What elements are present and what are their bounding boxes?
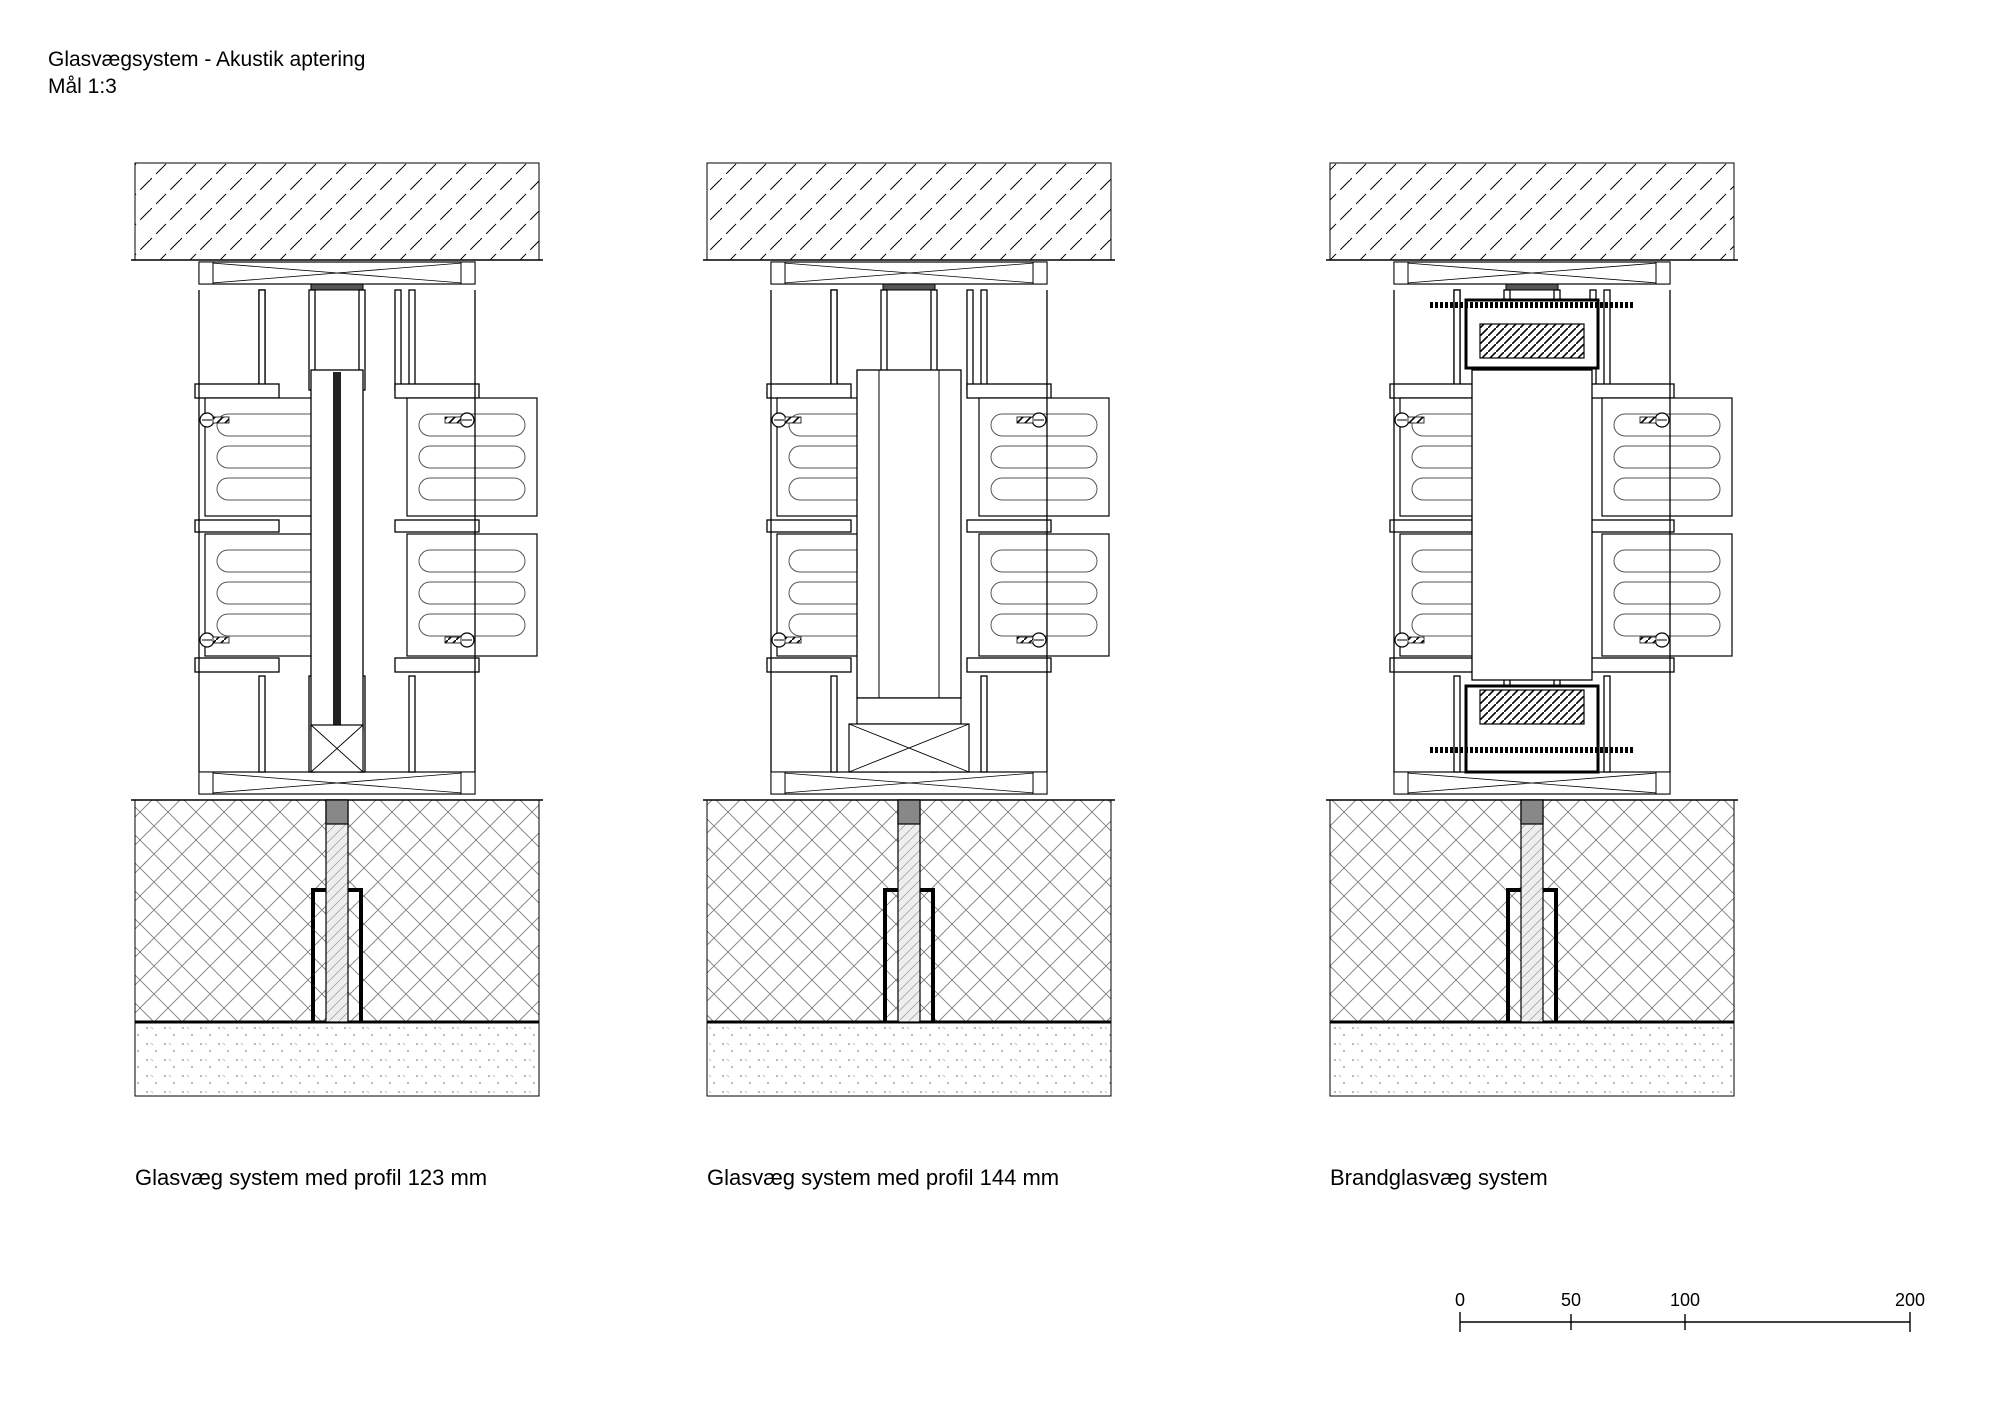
frame-post	[1453, 675, 1461, 773]
panel-core	[1613, 549, 1721, 573]
frame-flange	[1589, 657, 1675, 673]
upstand-profile	[311, 888, 363, 1022]
sealant-joint	[897, 799, 921, 825]
spacer	[856, 697, 962, 725]
intumescent-strip	[1479, 689, 1585, 725]
frame-post	[980, 675, 988, 773]
frame-post	[258, 289, 266, 391]
frame-flange	[1389, 383, 1475, 399]
panel-core	[418, 581, 526, 605]
scale-tick-50: 50	[1561, 1290, 1581, 1310]
frame-rail	[966, 519, 1052, 533]
frame-post	[830, 675, 838, 773]
frame-post	[258, 675, 266, 773]
frame-flange	[194, 383, 280, 399]
frame-flange	[766, 383, 852, 399]
panel-core	[990, 581, 1098, 605]
panel-core	[1613, 413, 1721, 437]
panel-core	[1613, 445, 1721, 469]
ceiling-slab	[134, 162, 540, 261]
panel-core	[990, 477, 1098, 501]
frame-flange	[1589, 383, 1675, 399]
sealant-joint	[325, 799, 349, 825]
caption-fire: Brandglasvæg system	[1330, 1165, 1548, 1190]
upstand-profile	[883, 888, 935, 1022]
floor-screed	[706, 1021, 1112, 1097]
title-block: Glasvægsystem - Akustik aptering Mål 1:3	[48, 46, 365, 100]
fire-glass	[1471, 369, 1593, 681]
panel-core	[418, 477, 526, 501]
frame-post	[980, 289, 988, 391]
frame-flange	[394, 657, 480, 673]
acoustic-separation	[1520, 799, 1544, 1023]
frame-rail	[1389, 519, 1475, 533]
glass-laminate	[333, 372, 341, 728]
ceiling-slab	[706, 162, 1112, 261]
frame-flange	[966, 383, 1052, 399]
drawing-title: Glasvægsystem - Akustik aptering	[48, 48, 366, 71]
sealant-joint	[1520, 799, 1544, 825]
intumescent-strip	[1479, 323, 1585, 359]
panel-core	[990, 413, 1098, 437]
frame-rail	[194, 519, 280, 533]
scale-tick-200: 200	[1895, 1290, 1925, 1310]
scale-tick-100: 100	[1670, 1290, 1700, 1310]
frame-post	[408, 675, 416, 773]
double-glazing	[856, 369, 962, 699]
detail-profile-123	[131, 162, 543, 1097]
floor-screed	[134, 1021, 540, 1097]
frame-post	[1603, 675, 1611, 773]
panel-core	[418, 549, 526, 573]
frame-flange	[966, 657, 1052, 673]
scale-bar: 0 50 100 200	[1455, 1290, 1925, 1332]
panel-core	[418, 445, 526, 469]
panel-core	[990, 549, 1098, 573]
drawing-scale: Mål 1:3	[48, 75, 117, 98]
frame-flange	[394, 383, 480, 399]
frame-post	[830, 289, 838, 391]
frame-flange	[1389, 657, 1475, 673]
panel-core	[418, 413, 526, 437]
frame-rail	[394, 519, 480, 533]
floor-screed	[1329, 1021, 1735, 1097]
acoustic-separation	[325, 799, 349, 1023]
scale-tick-0: 0	[1455, 1290, 1465, 1310]
upstand-profile	[1506, 888, 1558, 1022]
frame-post	[408, 289, 416, 391]
panel-core	[1613, 477, 1721, 501]
caption-profile-123: Glasvæg system med profil 123 mm	[135, 1165, 487, 1190]
panel-core	[1613, 581, 1721, 605]
frame-rail	[1589, 519, 1675, 533]
frame-flange	[194, 657, 280, 673]
acoustic-separation	[897, 799, 921, 1023]
frame-flange	[766, 657, 852, 673]
ceiling-slab	[1329, 162, 1735, 261]
panel-core	[990, 445, 1098, 469]
frame-rail	[766, 519, 852, 533]
caption-profile-144: Glasvæg system med profil 144 mm	[707, 1165, 1059, 1190]
detail-fire	[1326, 162, 1738, 1097]
detail-profile-144	[703, 162, 1115, 1097]
